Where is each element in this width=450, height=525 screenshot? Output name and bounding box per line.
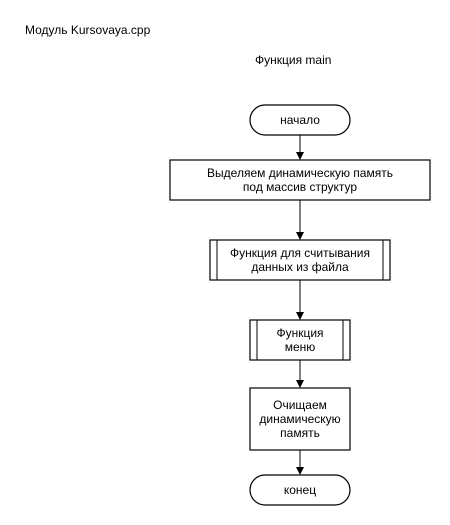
free-label-box: Очищаем динамическую память	[250, 388, 350, 450]
end-label: конец	[283, 483, 317, 497]
menu-label-box: Функция меню	[257, 320, 343, 360]
free-process-box	[249, 387, 351, 451]
start-label: начало	[280, 113, 320, 127]
end-terminator	[249, 474, 351, 506]
free-label: Очищаем динамическую память	[259, 398, 341, 440]
module-title: Модуль Kursovaya.cpp	[25, 23, 151, 37]
alloc-label: Выделяем динамическую память под массив …	[207, 166, 393, 194]
alloc-process-box	[169, 159, 431, 201]
menu-label: Функция меню	[276, 326, 324, 354]
end-label-box: конец	[250, 475, 350, 505]
read-subprocess-box	[209, 239, 391, 281]
start-label-box: начало	[250, 105, 350, 135]
read-label-box: Функция для считывания данных из файла	[217, 240, 383, 280]
function-title: Функция main	[255, 53, 332, 67]
menu-subprocess-box	[249, 319, 351, 361]
alloc-label-box: Выделяем динамическую память под массив …	[170, 160, 430, 200]
read-label: Функция для считывания данных из файла	[230, 246, 370, 274]
